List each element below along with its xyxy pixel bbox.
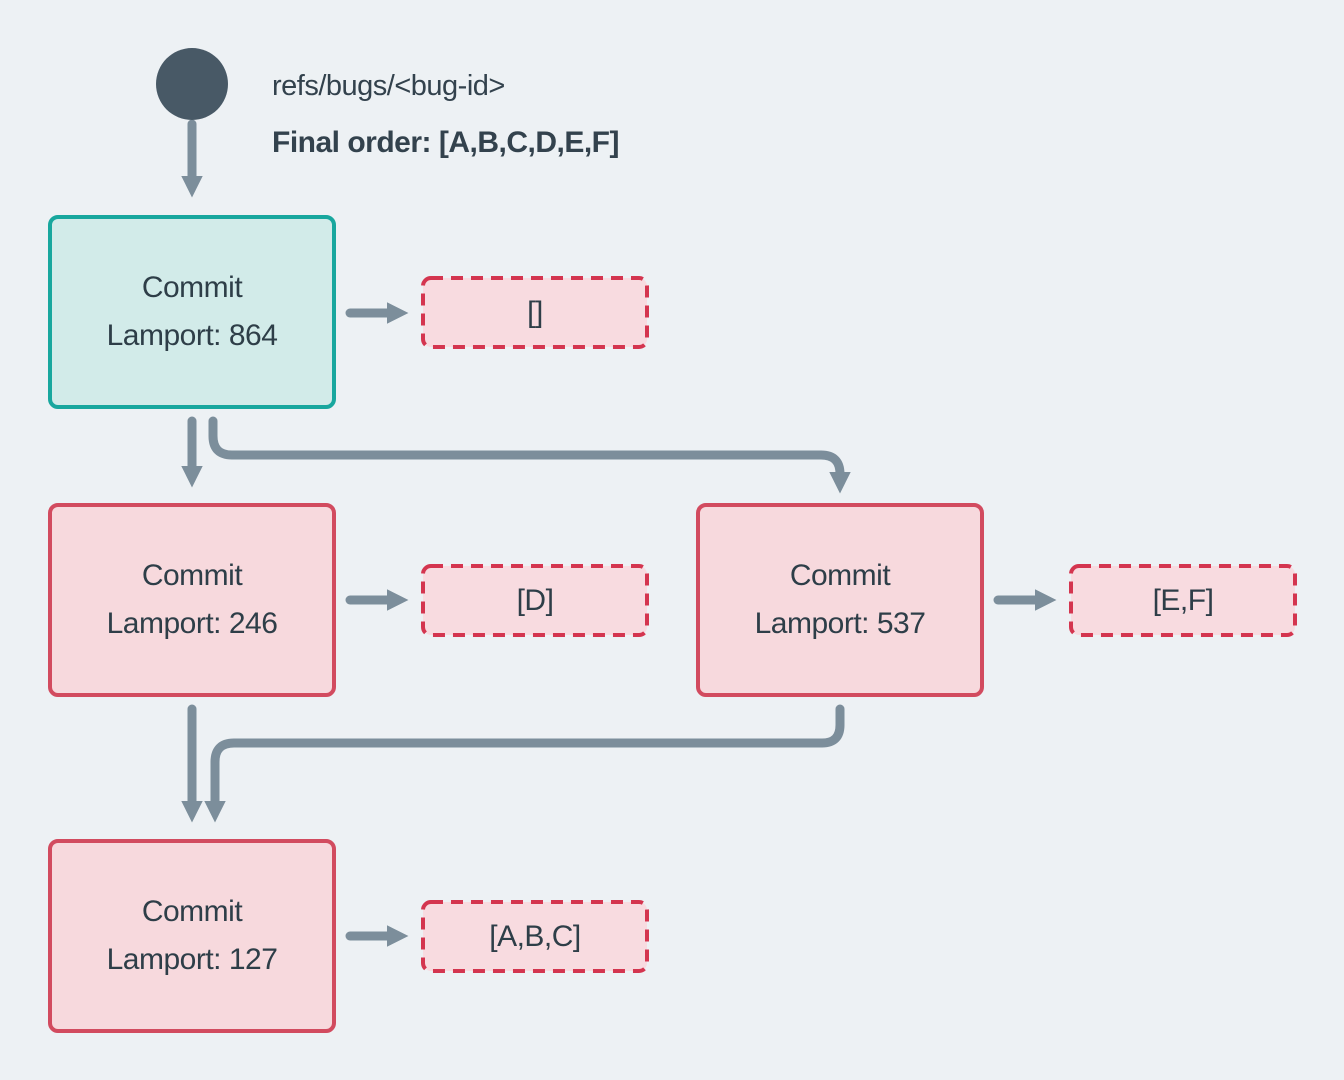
list-box-537: [E,F] (1069, 564, 1297, 637)
list-value: [] (527, 295, 543, 329)
edge-537-to-127-arrow (204, 704, 845, 823)
list-box-127: [A,B,C] (421, 900, 649, 973)
commit-title: Commit (141, 559, 243, 592)
commit-title: Commit (141, 271, 243, 304)
dashed-outline (421, 900, 649, 973)
branch-ref-label: refs/bugs/<bug-id> (272, 70, 505, 102)
branch-ref-icon (156, 48, 228, 120)
commit-node-246: Commit Lamport: 246 (48, 503, 336, 697)
list-box-246: [D] (421, 564, 649, 637)
commit-lamport: Lamport: 864 (106, 319, 278, 352)
commit-node-864: Commit Lamport: 864 (48, 215, 336, 409)
dashed-outline (421, 564, 649, 637)
commit-lamport: Lamport: 537 (754, 607, 926, 640)
list-box-864: [] (421, 276, 649, 349)
commit-lamport: Lamport: 127 (106, 943, 278, 976)
commit-title: Commit (141, 895, 243, 928)
edge-864-to-537-arrow (208, 416, 851, 494)
dashed-outline (421, 276, 649, 349)
commit-title: Commit (789, 559, 891, 592)
list-value: [D] (516, 583, 554, 617)
commit-lamport: Lamport: 246 (106, 607, 278, 640)
dashed-outline (1069, 564, 1297, 637)
list-value: [A,B,C] (489, 919, 581, 953)
list-value: [E,F] (1152, 583, 1214, 617)
commit-node-537: Commit Lamport: 537 (696, 503, 984, 697)
final-order-label: Final order: [A,B,C,D,E,F] (272, 126, 620, 159)
commit-node-127: Commit Lamport: 127 (48, 839, 336, 1033)
